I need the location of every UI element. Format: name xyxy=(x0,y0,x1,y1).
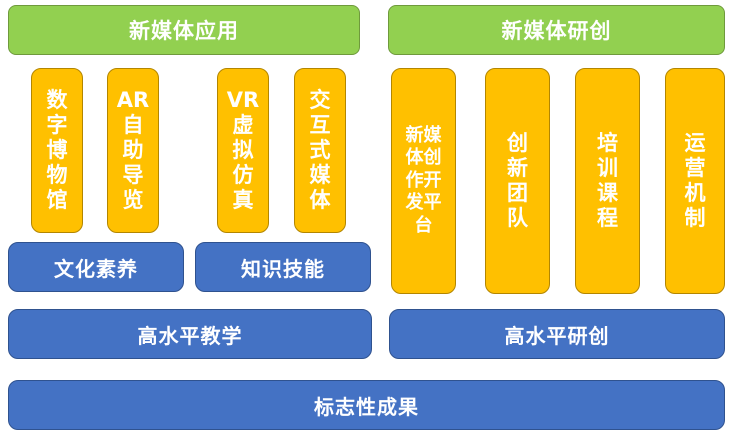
application-pillar-label: 交 互 式 媒 体 xyxy=(309,87,331,213)
knowledge-skills-label: 知识技能 xyxy=(241,256,325,281)
cultural-literacy-box: 文化素养 xyxy=(8,242,184,292)
research-pillar-creation-platform: 新媒 体创 作开 发平 台 xyxy=(391,68,456,294)
new-media-research-header: 新媒体研创 xyxy=(388,5,725,55)
research-pillar-label: 新媒 体创 作开 发平 台 xyxy=(405,124,442,236)
high-level-teaching-box: 高水平教学 xyxy=(8,309,372,359)
application-pillar-label: VR 虚 拟 仿 真 xyxy=(226,87,260,213)
landmark-achievements-label: 标志性成果 xyxy=(314,394,419,419)
application-pillar-label: AR 自 助 导 览 xyxy=(116,87,150,213)
high-level-research-label: 高水平研创 xyxy=(504,323,610,348)
research-pillar-training-courses: 培 训 课 程 xyxy=(575,68,640,294)
cultural-literacy-label: 文化素养 xyxy=(54,256,138,281)
new-media-research-label: 新媒体研创 xyxy=(501,19,612,43)
research-pillar-operating-mechanism: 运 营 机 制 xyxy=(665,68,725,294)
application-pillar-ar-guide: AR 自 助 导 览 xyxy=(107,68,159,233)
landmark-achievements-box: 标志性成果 xyxy=(8,380,725,430)
application-pillar-vr-simulation: VR 虚 拟 仿 真 xyxy=(217,68,269,233)
application-pillar-label: 数 字 博 物 馆 xyxy=(46,87,68,213)
new-media-application-label: 新媒体应用 xyxy=(129,19,239,43)
high-level-teaching-label: 高水平教学 xyxy=(137,323,243,348)
research-pillar-label: 培 训 课 程 xyxy=(597,130,618,231)
knowledge-skills-box: 知识技能 xyxy=(195,242,371,292)
high-level-research-box: 高水平研创 xyxy=(389,309,725,359)
new-media-application-header: 新媒体应用 xyxy=(8,5,360,55)
research-pillar-label: 创 新 团 队 xyxy=(507,130,528,231)
application-pillar-interactive-media: 交 互 式 媒 体 xyxy=(294,68,346,233)
application-pillar-digital-museum: 数 字 博 物 馆 xyxy=(31,68,83,233)
research-pillar-innovation-team: 创 新 团 队 xyxy=(485,68,550,294)
research-pillar-label: 运 营 机 制 xyxy=(684,130,706,231)
